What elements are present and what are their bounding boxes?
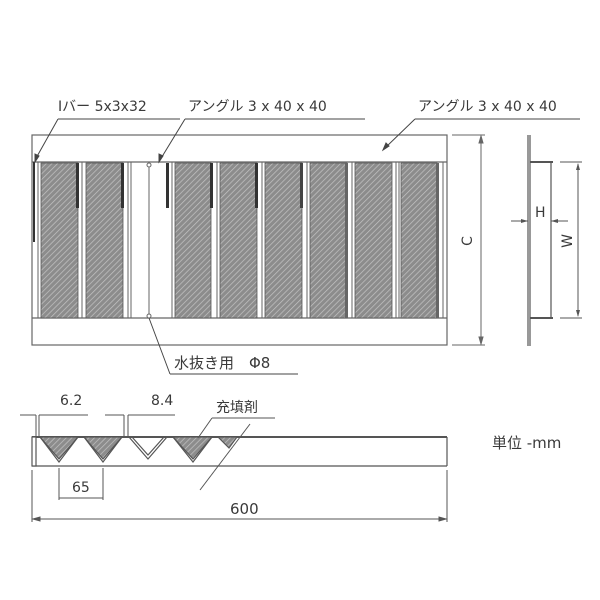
angle-label-left: アングル 3 x 40 x 40: [188, 99, 327, 115]
hatched-panel: [400, 162, 438, 319]
hatched-panel: [40, 162, 79, 319]
hatched-panel: [85, 162, 124, 319]
ibar-label: Iバー 5x3x32: [58, 99, 147, 115]
hatched-panel: [309, 162, 348, 319]
dim-65-label: 65: [72, 480, 90, 496]
hatched-panel: [174, 162, 212, 319]
hatched-panel: [354, 162, 393, 319]
section-dimensions: [20, 414, 448, 522]
dim-c-label: C: [459, 236, 476, 246]
hatched-panel: [219, 162, 258, 319]
leader-lines: [34, 118, 580, 375]
unit-label: 単位 -mm: [492, 434, 562, 452]
v-groove-filled: [216, 436, 239, 449]
outer-frame: [31, 134, 448, 346]
drain-hole-label: 水抜き用 Φ8: [174, 354, 271, 372]
dim-h-label: H: [535, 205, 546, 221]
dim-w-label: W: [559, 234, 576, 248]
hatched-panel: [264, 162, 303, 319]
dimension-c: [452, 134, 485, 346]
v-groove-empty: [128, 436, 168, 460]
v-groove-filled: [171, 436, 214, 460]
v-groove-filled: [38, 436, 80, 460]
dim-600-label: 600: [230, 500, 259, 518]
filler-label: 充填剤: [216, 400, 258, 416]
dim-8-4-label: 8.4: [151, 393, 174, 409]
v-groove-filled: [82, 436, 124, 460]
dim-6-2-label: 6.2: [60, 393, 83, 409]
section-view: [31, 436, 448, 467]
angle-label-right: アングル 3 x 40 x 40: [418, 99, 557, 115]
side-view: [511, 135, 582, 346]
grating-panels: [33, 162, 444, 319]
